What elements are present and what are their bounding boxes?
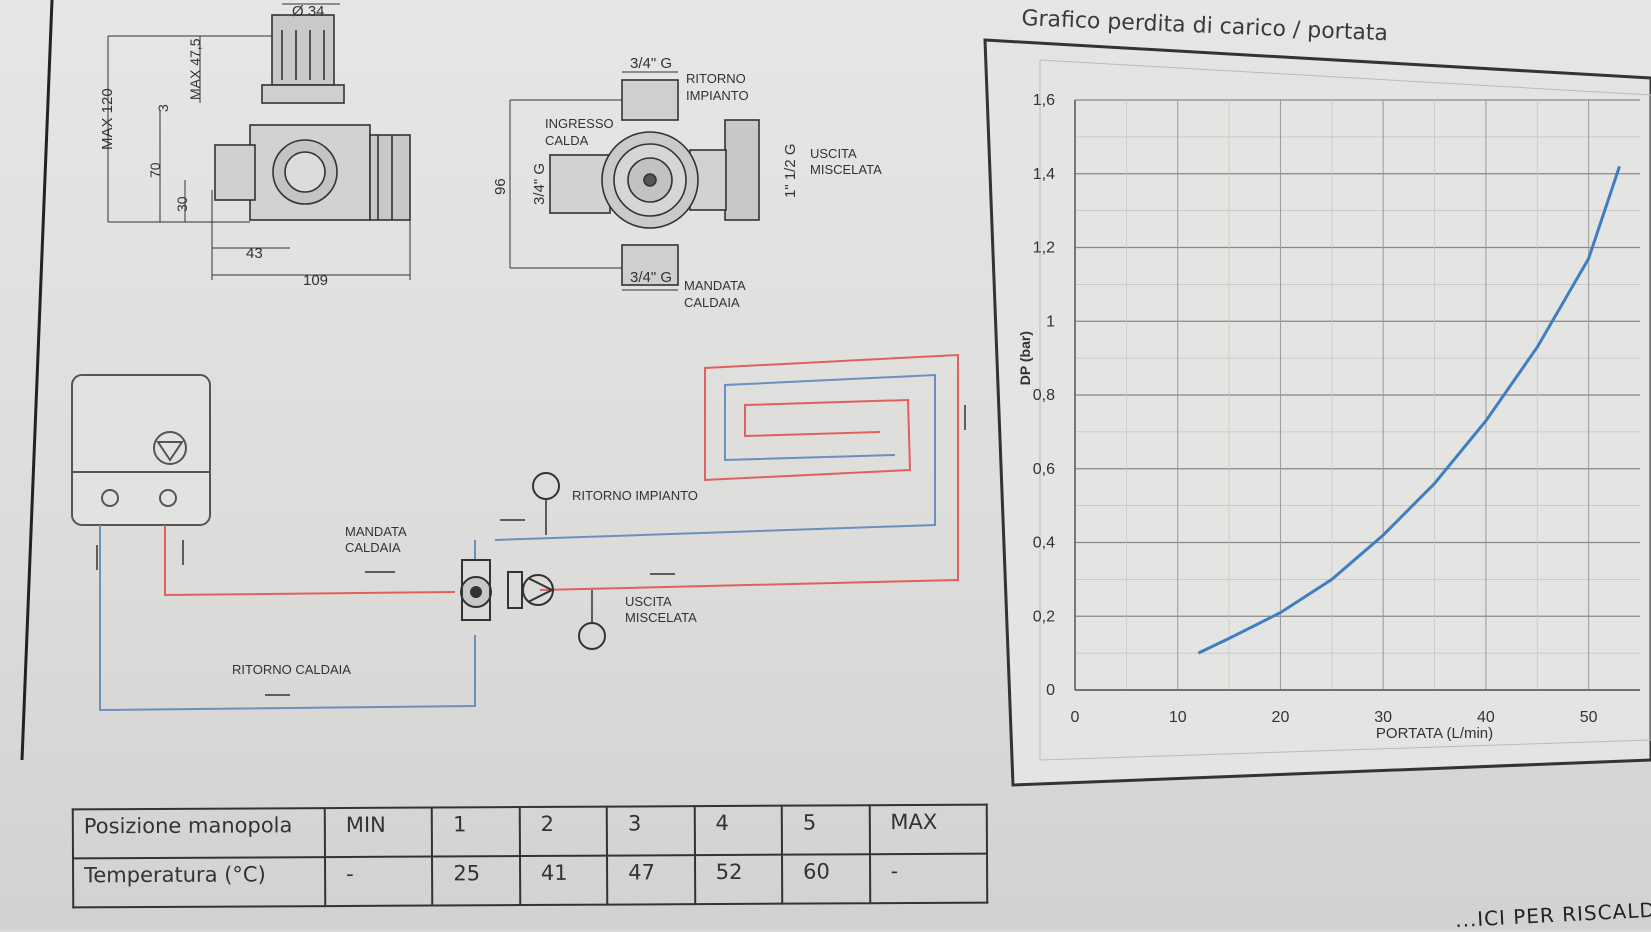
- x-tick-label: 30: [1374, 709, 1392, 726]
- chart-y-ticks: 0 0,2 0,4 0,6 0,8 1 1,2 1,4 1,6: [1033, 92, 1055, 699]
- y-tick-label: 1,2: [1033, 240, 1055, 257]
- mandata-caldaia-label-2: CALDAIA: [684, 295, 740, 310]
- table-cell: 3: [606, 806, 695, 856]
- dim-3: 3: [155, 104, 171, 112]
- table-row: Temperatura (°C) - 25 41 47 52 60 -: [73, 853, 988, 908]
- ritorno-impianto-label-2: IMPIANTO: [686, 88, 749, 103]
- hydraulic-schematic: [71, 353, 966, 712]
- dim-43: 43: [246, 245, 263, 262]
- mandata-caldaia-label: MANDATA: [684, 278, 746, 293]
- right-thread-label: 1" 1/2 G: [782, 143, 799, 198]
- chart-x-ticks: 0 10 20 30 40 50: [1071, 709, 1598, 726]
- table-row: Posizione manopola MIN 1 2 3 4 5 MAX: [72, 804, 987, 859]
- valve-side-view: [107, 3, 411, 280]
- schem-miscelata-label: MISCELATA: [625, 610, 697, 625]
- y-tick-label: 1: [1046, 313, 1055, 330]
- y-tick-label: 1,6: [1033, 92, 1055, 109]
- dim-30: 30: [174, 196, 190, 212]
- y-tick-label: 0,8: [1033, 387, 1055, 404]
- valve-front-view: [509, 71, 760, 291]
- chart-frame: [983, 38, 1651, 787]
- ingresso-calda-label-2: CALDA: [545, 133, 589, 148]
- row1-header: Posizione manopola: [72, 808, 326, 859]
- table-cell: MIN: [324, 807, 433, 858]
- ingresso-calda-label: INGRESSO: [545, 116, 614, 131]
- chart-y-axis-label: DP (bar): [1017, 331, 1033, 385]
- table-cell: 41: [519, 855, 608, 906]
- schem-uscita-label: USCITA: [625, 594, 672, 609]
- dim-109: 109: [303, 272, 328, 289]
- y-tick-label: 0: [1046, 682, 1055, 699]
- table-cell: 1: [431, 807, 520, 857]
- chart-x-axis-label: PORTATA (L/min): [1376, 725, 1493, 742]
- series-line: [1197, 165, 1621, 655]
- dim-70: 70: [147, 162, 163, 178]
- chart-series: [1197, 165, 1621, 655]
- bottom-thread-label: 3/4" G: [630, 269, 672, 286]
- dim-diameter: Ø 34: [292, 3, 325, 20]
- y-tick-label: 0,4: [1033, 535, 1055, 552]
- left-thread-label: 3/4" G: [531, 163, 548, 205]
- uscita-miscelata-label-2: MISCELATA: [810, 162, 882, 177]
- table-cell: 5: [781, 805, 870, 855]
- schem-caldaia-label: CALDAIA: [345, 540, 401, 555]
- top-thread-label: 3/4" G: [630, 55, 672, 72]
- x-tick-label: 0: [1071, 709, 1080, 726]
- position-temperature-table: Posizione manopola MIN 1 2 3 4 5 MAX Tem…: [72, 804, 989, 909]
- x-tick-label: 50: [1580, 709, 1598, 726]
- dim-max120: MAX 120: [99, 88, 116, 150]
- x-tick-label: 20: [1272, 709, 1290, 726]
- table-cell: 25: [432, 856, 520, 906]
- table-cell: 4: [694, 805, 783, 856]
- dim-96: 96: [492, 178, 509, 195]
- y-tick-label: 1,4: [1033, 166, 1055, 183]
- table-cell: 47: [607, 855, 695, 905]
- table-cell: -: [869, 853, 988, 904]
- row2-header: Temperatura (°C): [73, 857, 326, 908]
- table-cell: 52: [694, 854, 783, 905]
- y-tick-label: 0,2: [1033, 608, 1055, 625]
- chart-grid: [1074, 99, 1640, 691]
- schem-ritorno-caldaia-label: RITORNO CALDAIA: [232, 662, 351, 677]
- x-tick-label: 10: [1169, 709, 1187, 726]
- schem-mandata-label: MANDATA: [345, 524, 407, 539]
- schem-ritorno-impianto-label: RITORNO IMPIANTO: [572, 488, 698, 503]
- table-cell: 60: [782, 854, 870, 904]
- y-tick-label: 0,6: [1033, 461, 1055, 478]
- table-cell: MAX: [869, 804, 987, 855]
- dim-max47: MAX 47,5: [187, 38, 203, 100]
- ritorno-impianto-label: RITORNO: [686, 71, 746, 86]
- uscita-miscelata-label: USCITA: [810, 146, 857, 161]
- table-cell: 2: [519, 806, 608, 857]
- x-tick-label: 40: [1477, 709, 1495, 726]
- table-cell: -: [325, 856, 433, 907]
